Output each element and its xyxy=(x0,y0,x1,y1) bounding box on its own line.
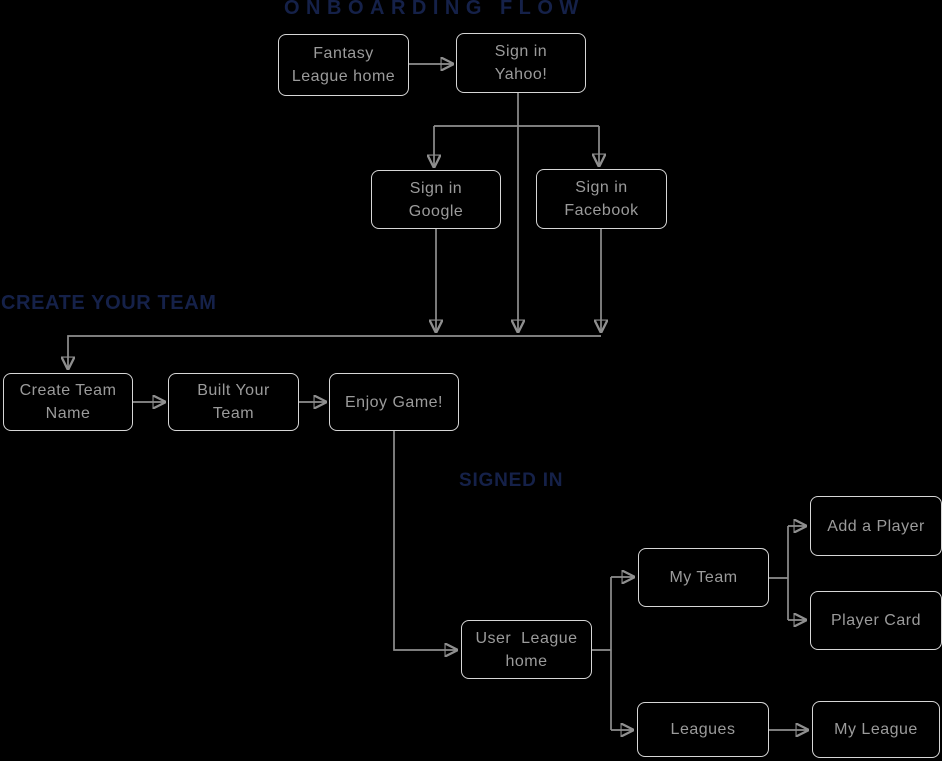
node-add-a-player[interactable]: Add a Player xyxy=(810,496,942,556)
node-user-league-home[interactable]: User League home xyxy=(461,620,592,679)
node-enjoy-game[interactable]: Enjoy Game! xyxy=(329,373,459,431)
node-label: Create Team Name xyxy=(19,382,117,422)
node-my-league[interactable]: My League xyxy=(812,701,940,758)
node-create-team-name[interactable]: Create Team Name xyxy=(3,373,133,431)
node-label: Enjoy Game! xyxy=(345,393,443,411)
edge-enjoy-to-user-league xyxy=(393,431,456,650)
node-sign-in-google[interactable]: Sign in Google xyxy=(371,170,501,229)
node-label: My Team xyxy=(669,569,738,586)
node-label: Player Card xyxy=(831,612,921,629)
node-sign-in-facebook[interactable]: Sign in Facebook xyxy=(536,169,667,229)
node-label: Sign in Facebook xyxy=(564,179,639,219)
section-title-create-your-team: CREATE YOUR TEAM xyxy=(1,292,217,314)
node-built-your-team[interactable]: Built Your Team xyxy=(168,373,299,431)
node-label: My League xyxy=(834,721,918,738)
section-title-onboarding: ONBOARDING FLOW xyxy=(284,0,585,19)
node-label: Fantasy League home xyxy=(291,45,396,85)
node-label: Leagues xyxy=(670,721,736,738)
node-label: Sign in Yahoo! xyxy=(494,43,548,83)
node-my-team[interactable]: My Team xyxy=(638,548,769,607)
node-player-card[interactable]: Player Card xyxy=(810,591,942,650)
section-title-signed-in: SIGNED IN xyxy=(459,470,564,491)
node-label: Add a Player xyxy=(827,517,925,535)
node-sign-in-yahoo[interactable]: Sign in Yahoo! xyxy=(456,33,586,93)
collector-to-create-team xyxy=(68,335,601,368)
node-label: Built Your Team xyxy=(197,382,270,422)
node-label: User League home xyxy=(475,629,578,670)
node-leagues[interactable]: Leagues xyxy=(637,702,769,757)
node-fantasy-league-home[interactable]: Fantasy League home xyxy=(278,34,409,96)
node-label: Sign in Google xyxy=(408,179,464,220)
